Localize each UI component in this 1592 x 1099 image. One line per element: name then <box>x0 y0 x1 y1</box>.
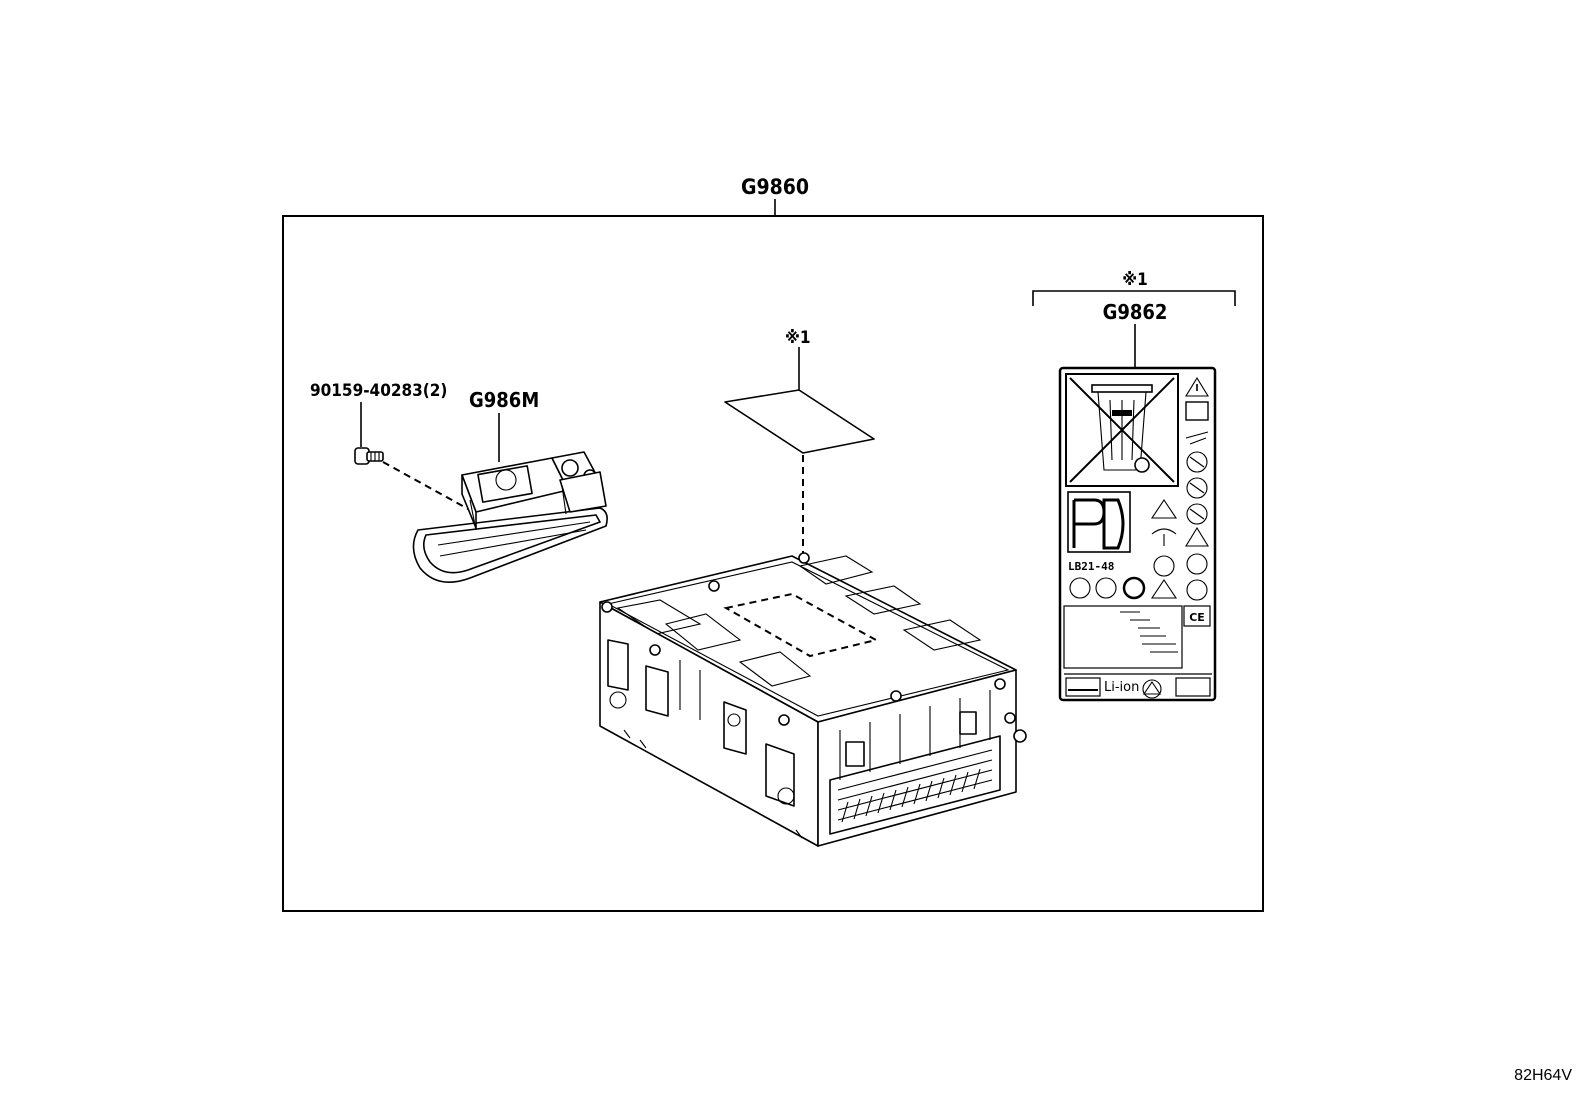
fan-part-label[interactable]: G986M <box>469 388 539 412</box>
assembly-frame <box>282 215 1264 912</box>
ce-mark-text: CE <box>1189 611 1205 624</box>
pb-mark-icon <box>1067 491 1131 553</box>
hazard-icons <box>1069 499 1178 600</box>
battery-pack-icon[interactable] <box>599 552 1027 847</box>
insulation-sheet[interactable] <box>724 389 875 454</box>
caution-label[interactable]: LB21-48 CE Li-ion <box>1058 366 1217 702</box>
cooling-fan-icon[interactable] <box>412 451 608 584</box>
bolt-leader-line <box>382 461 471 511</box>
note-mark-left: ※1 <box>785 328 811 348</box>
battery-model-text: LB21-48 <box>1068 560 1114 573</box>
crossed-bin-icon <box>1069 377 1175 483</box>
recycle-icon <box>1142 679 1162 699</box>
reference-code: 82H64V <box>1514 1067 1572 1084</box>
note-mark-right: ※1 <box>1122 270 1148 290</box>
label-bracket <box>1032 290 1236 306</box>
bolt-part-label[interactable]: 90159-40283(2) <box>310 381 447 401</box>
label-part-label[interactable]: G9862 <box>1103 300 1168 324</box>
bolt-icon[interactable] <box>354 447 384 465</box>
warning-icons <box>1185 376 1209 601</box>
assembly-label[interactable]: G9860 <box>741 175 809 199</box>
chemistry-text: Li-ion <box>1104 680 1139 695</box>
